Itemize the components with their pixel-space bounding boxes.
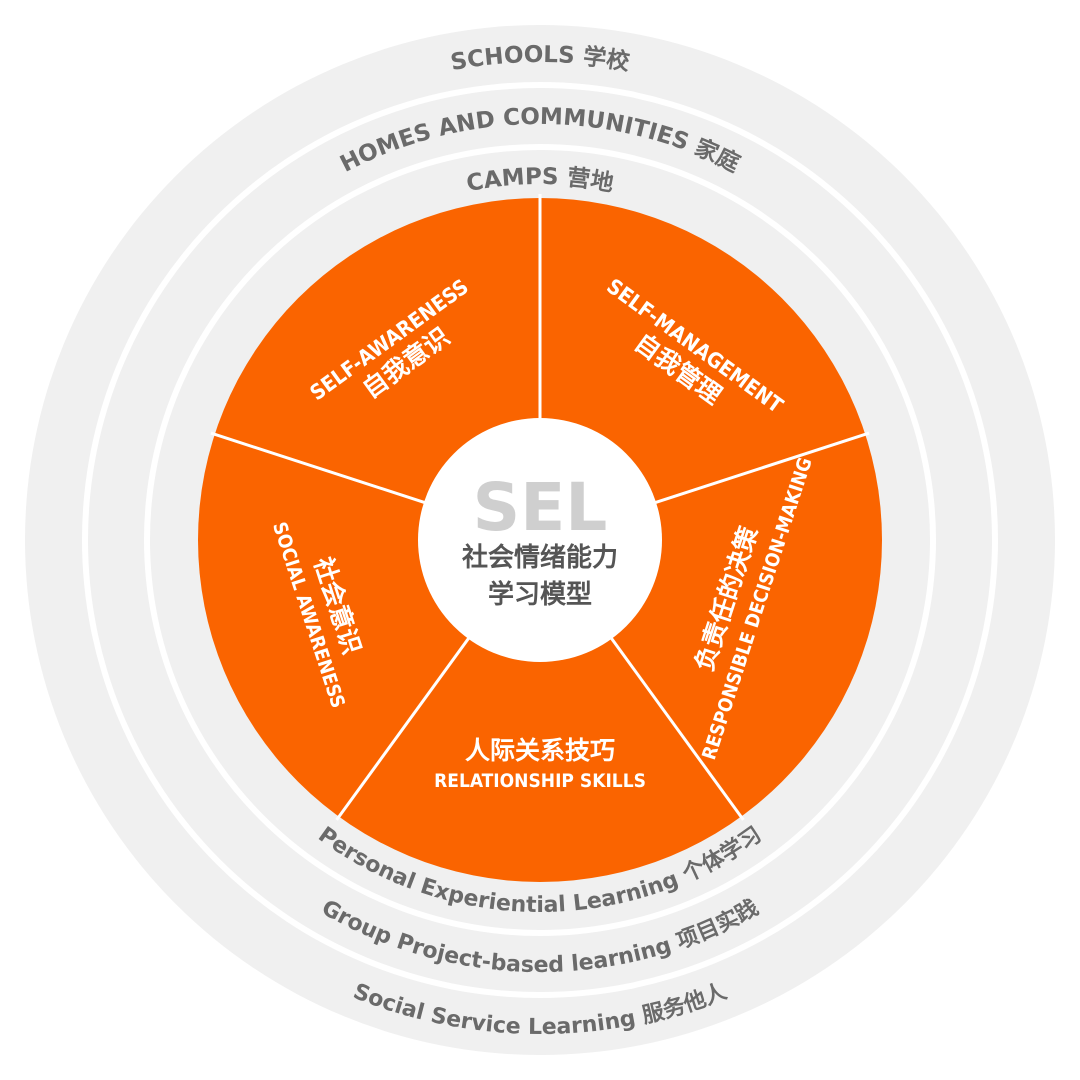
center-circle: [418, 418, 662, 662]
segment-divider-5: [210, 431, 429, 505]
center-subtitle-line2: 学习模型: [488, 579, 592, 610]
center-subtitle-line1: 社会情绪能力: [462, 542, 618, 573]
segment-divider-4: [335, 634, 472, 821]
segment-label-en: RELATIONSHIP SKILLS: [434, 770, 646, 792]
segment-label-cn: 人际关系技巧: [465, 736, 615, 765]
segment-divider-2: [651, 431, 870, 505]
center-title: SEL: [473, 469, 608, 546]
segment-dividers: [210, 194, 870, 821]
segment-relationship-skills: 人际关系技巧 RELATIONSHIP SKILLS: [434, 736, 646, 792]
segment-divider-3: [608, 634, 745, 821]
